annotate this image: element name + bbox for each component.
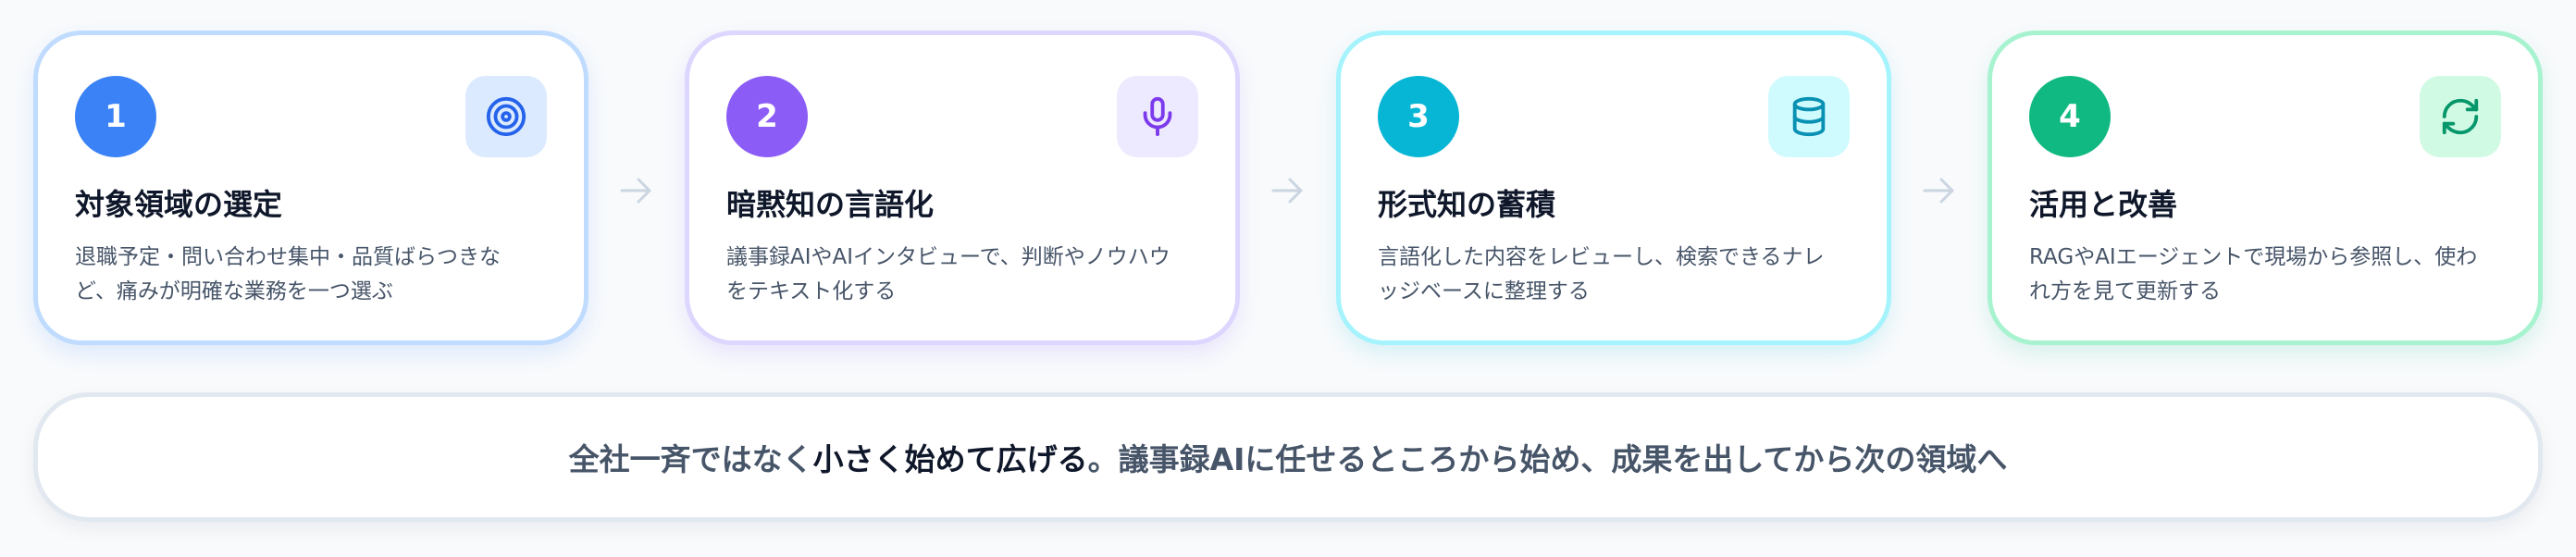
step-title: 形式知の蓄積 — [1378, 187, 1556, 222]
step-description: RAGやAIエージェントで現場から参照し、使われ方を見て更新する — [2029, 245, 2478, 303]
step-card-3: 3 形式知の蓄積 言語化した内容をレビューし、検索できるナレッジベースに整理する — [1336, 31, 1891, 345]
step-description: 退職予定・問い合わせ集中・品質ばらつきなど、痛みが明確な業務を一つ選ぶ — [75, 245, 501, 303]
step-number-badge: 2 — [726, 76, 808, 157]
summary-suffix: 。議事録AIに任せるところから始め、成果を出してから次の領域へ — [1087, 441, 2008, 477]
summary-banner: 全社一斉ではなく小さく始めて広げる。議事録AIに任せるところから始め、成果を出し… — [33, 392, 2543, 522]
microphone-icon — [1117, 76, 1198, 157]
step-number-badge: 3 — [1378, 76, 1459, 157]
step-card-2: 2 暗黙知の言語化 議事録AIやAIインタビューで、判断やノウハウをテキスト化す… — [685, 31, 1240, 345]
step-title: 活用と改善 — [2029, 187, 2178, 222]
arrow-right-icon — [1923, 178, 1954, 204]
summary-emphasis: 小さく始めて広げる — [812, 441, 1088, 477]
step-title: 暗黙知の言語化 — [726, 187, 935, 222]
step-card-4: 4 活用と改善 RAGやAIエージェントで現場から参照し、使われ方を見て更新する — [1988, 31, 2543, 345]
summary-prefix: 全社一斉ではなく — [568, 441, 813, 477]
summary-text: 全社一斉ではなく小さく始めて広げる。議事録AIに任せるところから始め、成果を出し… — [569, 435, 2008, 479]
target-icon — [465, 76, 547, 157]
arrow-right-icon — [620, 178, 651, 204]
step-description: 議事録AIやAIインタビューで、判断やノウハウをテキスト化する — [726, 245, 1170, 303]
arrow-right-icon — [1271, 178, 1303, 204]
step-number-badge: 1 — [75, 76, 156, 157]
step-description: 言語化した内容をレビューし、検索できるナレッジベースに整理する — [1378, 245, 1825, 303]
database-icon — [1768, 76, 1850, 157]
refresh-icon — [2420, 76, 2501, 157]
step-card-1: 1 対象領域の選定 退職予定・問い合わせ集中・品質ばらつきなど、痛みが明確な業務… — [33, 31, 588, 345]
step-number-badge: 4 — [2029, 76, 2111, 157]
step-title: 対象領域の選定 — [75, 187, 283, 222]
